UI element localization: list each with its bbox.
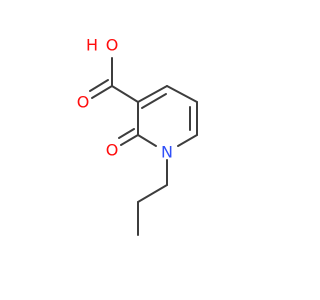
bond-ch2-ch2 — [137, 184, 168, 203]
bond-c3-cooh — [111, 85, 139, 103]
bond-c3-c4-inner — [141, 93, 167, 109]
bond-c-o-double-a — [91, 85, 113, 99]
bond-c6-n1 — [177, 134, 198, 147]
atom-label-acid-carbonyl-o: O — [77, 93, 90, 112]
chemical-structure-diagram: H O O O N — [77, 36, 198, 236]
bond-c4-c5 — [166, 85, 198, 103]
atom-label-ring-carbonyl-o: O — [106, 141, 119, 160]
bond-c-o-double-b — [89, 79, 109, 92]
atom-label-hydroxyl-o: O — [106, 36, 119, 55]
bond-c2-o-double-b — [118, 128, 135, 139]
bond-c2-o-double-a — [120, 134, 139, 146]
bond-c3-c4 — [137, 85, 168, 103]
bond-n1-c2 — [137, 134, 157, 147]
atom-label-ring-n: N — [161, 143, 173, 162]
atom-label-hydroxyl-h: H — [86, 36, 98, 55]
